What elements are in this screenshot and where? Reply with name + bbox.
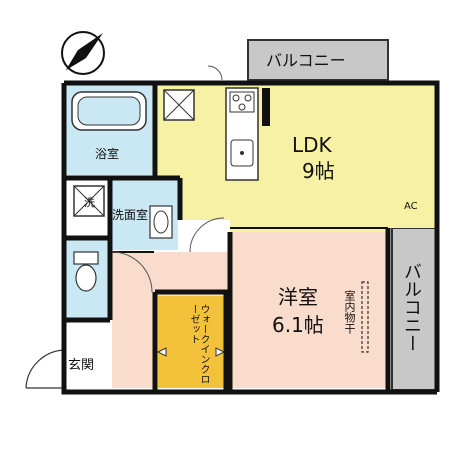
fridge-space-icon [163,89,195,121]
ldk-label: LDK [292,133,333,157]
bathtub-icon [71,91,147,131]
western-label: 洋室 [278,285,318,309]
indoor-drying-label: 室内物干 [343,290,356,334]
western-size: 6.1帖 [272,313,324,337]
walls [61,80,440,395]
ac-label: AC [404,201,418,212]
ldk-area [158,85,435,232]
washbasin-icon [149,205,173,239]
compass-north-icon [61,31,105,75]
indoor-drying-rail [361,281,369,353]
doors [111,65,225,293]
washer-symbol: 洗 [84,196,95,209]
sink-icon [230,139,254,167]
walkin-closet-label: ウォークインクローゼット [188,304,209,384]
entrance-door-icon [25,349,67,389]
hall-strip [154,252,230,292]
bath-label: 浴室 [95,146,119,161]
washroom-label: 洗面室 [112,207,148,222]
toilet-icon [73,251,99,292]
stove-icon [229,91,255,113]
closet-arrows [156,347,226,357]
walkin-closet-area [158,296,224,388]
entrance-area [66,320,110,388]
western-room-area [230,232,388,388]
washing-machine-icon [73,185,105,217]
kitchen-wall-stub [262,88,270,126]
entrance-label: 玄関 [68,358,94,373]
balcony-right-label: バルコニー [401,262,422,352]
ldk-size: 9帖 [302,159,335,183]
kitchen-counter [225,87,259,181]
balcony-top [247,39,389,81]
balcony-top-label: バルコニー [266,51,346,70]
